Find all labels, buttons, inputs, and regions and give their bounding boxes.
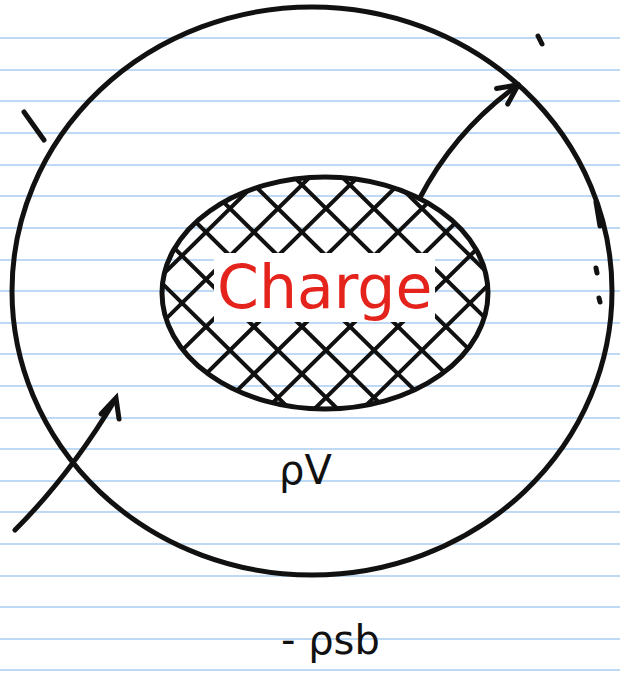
field-arrow [420,85,519,199]
charge-label: Charge [214,253,435,322]
incoming-arrowhead [101,398,119,419]
stray-dot [599,298,600,302]
text-holder: - ρsb [281,617,380,663]
ellipse-border [162,177,488,409]
surface-charge-label: - ρsb [281,617,380,663]
incoming-arrow [15,400,115,530]
arrow-shaft [420,85,519,199]
stray-dot [596,268,597,273]
charge-region: Charge [160,175,490,411]
text-holder: ρV [279,447,332,493]
arrowhead [497,85,519,104]
text-holder: Charge [214,253,435,322]
stray-stroke [24,112,44,140]
ellipse-outline [8,3,614,675]
ellipse-border [12,7,612,575]
stray-tick [538,36,542,44]
hatching [0,175,620,431]
outer-region: ρV - ρsb Charge [8,3,614,675]
pen-marks [15,36,600,530]
volume-charge-label: ρV [279,447,332,493]
